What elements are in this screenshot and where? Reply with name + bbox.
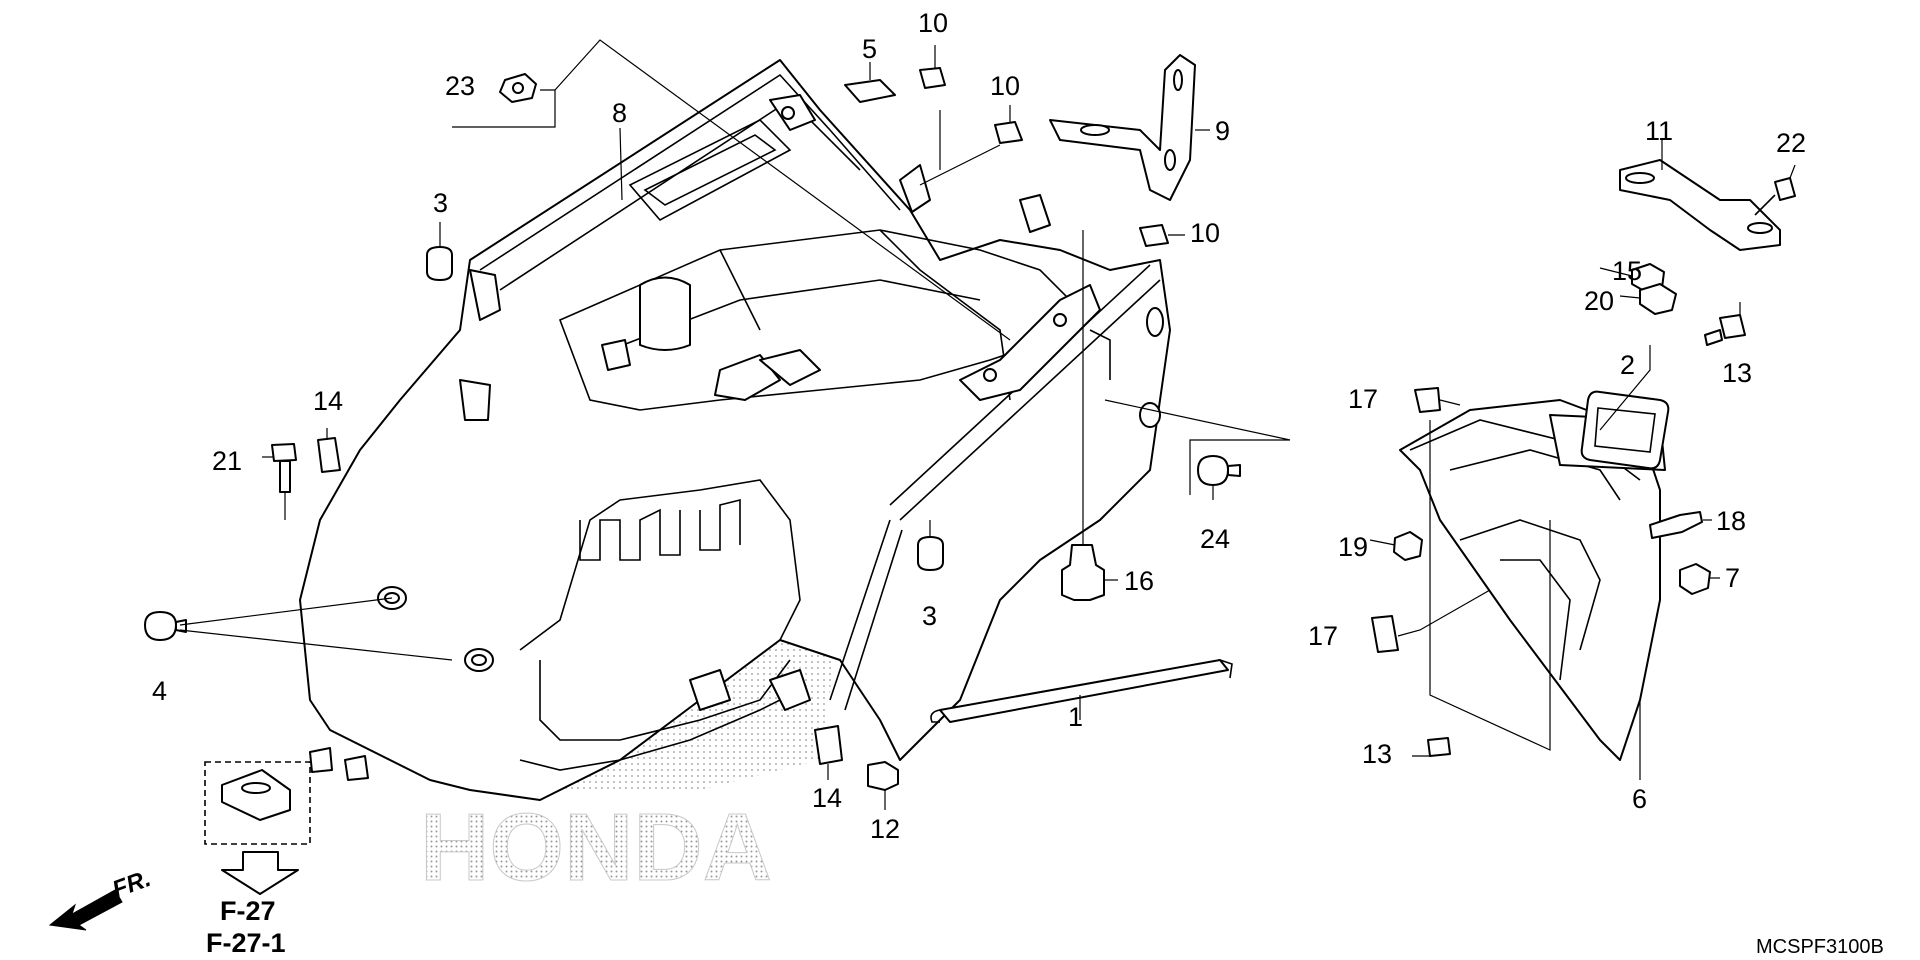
callout-23: 23 bbox=[445, 71, 475, 101]
callout-4: 4 bbox=[152, 676, 167, 706]
callout-14-bottom: 14 bbox=[812, 783, 842, 813]
callout-9: 9 bbox=[1215, 116, 1230, 146]
callout-17-top: 17 bbox=[1348, 384, 1378, 414]
reference-box bbox=[204, 761, 311, 895]
callout-3-bottom: 3 bbox=[922, 601, 937, 631]
license-bracket-assembly bbox=[1399, 390, 1670, 761]
reference-f27: F-27 bbox=[220, 896, 276, 926]
callout-11: 11 bbox=[1645, 116, 1673, 146]
callout-5: 5 bbox=[862, 34, 877, 64]
callout-6: 6 bbox=[1632, 784, 1647, 814]
callout-19: 19 bbox=[1338, 532, 1368, 562]
callout-20: 20 bbox=[1584, 286, 1614, 316]
callout-22: 22 bbox=[1776, 128, 1806, 158]
leader-lines bbox=[179, 39, 1796, 810]
bracket-part-11 bbox=[1619, 159, 1796, 251]
callout-13-top: 13 bbox=[1722, 358, 1752, 388]
callout-17-bottom: 17 bbox=[1308, 621, 1338, 651]
callout-7: 7 bbox=[1725, 563, 1740, 593]
callout-8: 8 bbox=[612, 98, 627, 128]
rear-fender-assembly bbox=[299, 59, 1171, 801]
callout-10-b: 10 bbox=[990, 71, 1020, 101]
callout-1: 1 bbox=[1068, 702, 1083, 732]
callout-14-top: 14 bbox=[313, 386, 343, 416]
callout-labels: 1 2 3 3 4 5 6 7 8 9 10 10 10 11 12 13 13… bbox=[152, 8, 1806, 844]
down-arrow-icon bbox=[221, 851, 299, 895]
callout-10-c: 10 bbox=[1190, 218, 1220, 248]
bracket-part-9 bbox=[1049, 54, 1196, 201]
small-parts-top bbox=[844, 67, 1169, 247]
callout-21: 21 bbox=[212, 446, 242, 476]
callout-13-bottom: 13 bbox=[1362, 739, 1392, 769]
callout-24: 24 bbox=[1200, 524, 1230, 554]
callout-3-top: 3 bbox=[433, 188, 448, 218]
front-arrow-icon bbox=[48, 889, 123, 931]
rod-part-1 bbox=[930, 659, 1233, 723]
front-indicator: FR. bbox=[109, 865, 155, 904]
callout-18: 18 bbox=[1716, 506, 1746, 536]
diagram-code: MCSPF3100B bbox=[1756, 936, 1884, 958]
callout-10-a: 10 bbox=[918, 8, 948, 38]
fasteners bbox=[144, 73, 1746, 791]
callout-2: 2 bbox=[1620, 350, 1635, 380]
callout-15: 15 bbox=[1612, 256, 1642, 286]
reference-f27-1: F-27-1 bbox=[206, 928, 286, 958]
watermark-text: HONDA bbox=[420, 794, 772, 901]
front-arrow: FR. bbox=[48, 865, 155, 931]
callout-16: 16 bbox=[1124, 566, 1154, 596]
callout-12: 12 bbox=[870, 814, 900, 844]
